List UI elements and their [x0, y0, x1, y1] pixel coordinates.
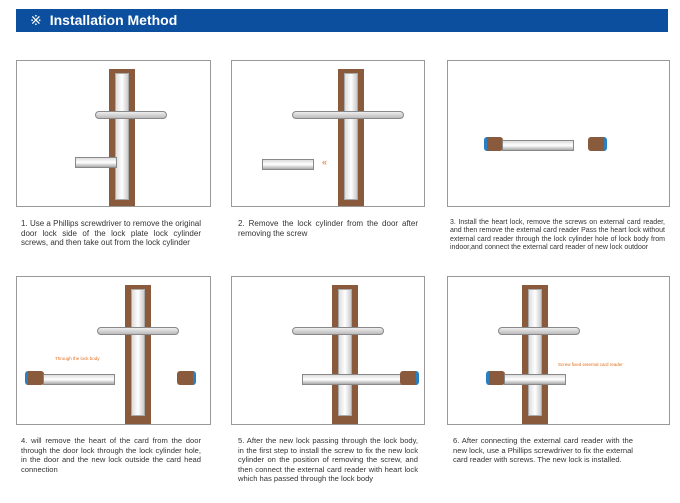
step-1-caption: 1. Use a Phillips screwdriver to remove … [21, 219, 201, 248]
step-1-illustration [16, 60, 211, 207]
step-2-caption: 2. Remove the lock cylinder from the doo… [238, 219, 418, 238]
direction-arrow-icon: « [322, 157, 328, 167]
callout-through-lock-body: Through the lock body [55, 356, 100, 361]
section-title: Installation Method [49, 12, 178, 28]
step-5-illustration [231, 276, 425, 425]
callout-screw-fixed: Screw fixed external card reader [558, 362, 623, 367]
step-6-illustration: Screw fixed external card reader [447, 276, 670, 425]
reference-mark-icon: ※ [30, 12, 42, 28]
step-4-illustration: Through the lock body [16, 276, 211, 425]
step-2-illustration: « [231, 60, 425, 207]
section-header: ※ Installation Method [16, 9, 668, 32]
step-3-illustration [447, 60, 670, 207]
step-5-caption: 5. After the new lock passing through th… [238, 436, 418, 484]
step-3-caption: 3. Install the heart lock, remove the sc… [450, 219, 665, 251]
step-4-caption: 4. will remove the heart of the card fro… [21, 436, 201, 474]
step-6-caption: 6. After connecting the external card re… [453, 436, 633, 465]
